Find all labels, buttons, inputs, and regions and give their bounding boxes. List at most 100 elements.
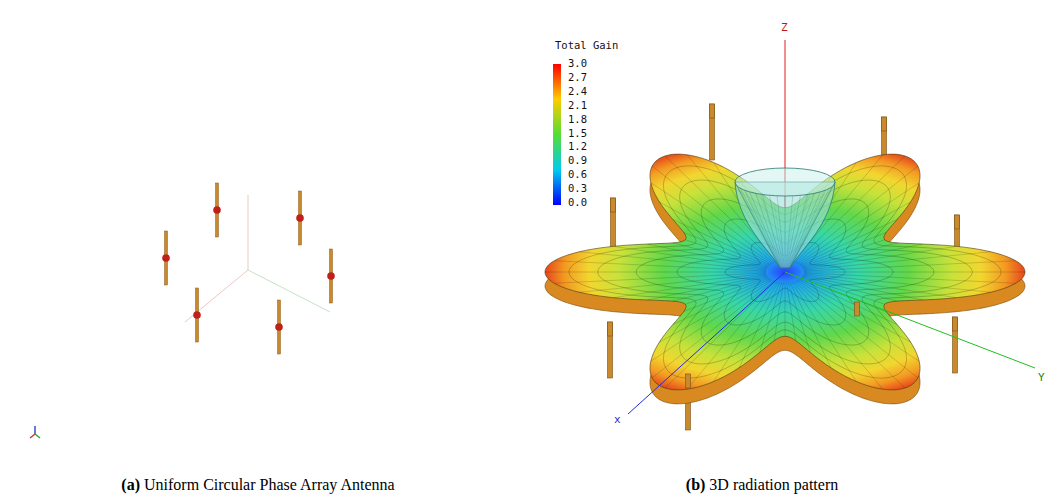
scale-tick: 2.4 — [568, 86, 587, 98]
scale-tick: 0.3 — [568, 183, 587, 195]
mesh-line — [714, 282, 779, 381]
dipole-tip — [955, 215, 960, 229]
z-axis — [248, 195, 249, 270]
y-axis — [785, 272, 1035, 368]
x-axis — [628, 272, 785, 414]
mesh-line — [647, 244, 767, 268]
orientation-icon — [30, 426, 40, 438]
dipole-element — [213, 183, 221, 237]
lobe-mesh — [745, 190, 781, 268]
dipole-tip — [686, 374, 691, 388]
mesh-line — [685, 240, 768, 267]
lobe-rim — [735, 168, 835, 196]
mesh-line — [673, 243, 768, 268]
mesh-line — [652, 281, 774, 378]
y-axis — [248, 270, 330, 312]
lobe-mesh — [785, 196, 786, 268]
mesh-line — [545, 272, 766, 273]
mesh-line — [579, 274, 766, 292]
lobe-mesh — [789, 192, 821, 268]
lobe-mesh — [787, 194, 807, 268]
pattern-underside — [545, 168, 1025, 404]
axis-label: Y — [1038, 372, 1045, 384]
mesh-line — [774, 283, 783, 341]
mesh-line — [800, 279, 897, 325]
dipole-tip — [953, 317, 958, 331]
dipole-tip — [608, 322, 613, 336]
dipole-element — [162, 231, 170, 285]
scale-tick: 0.0 — [568, 197, 587, 209]
feed-point — [275, 323, 283, 331]
mesh-line — [793, 282, 883, 389]
mesh-line — [651, 280, 773, 361]
mesh-line — [613, 275, 766, 298]
mesh-line — [579, 252, 766, 270]
lobe-mesh — [736, 184, 780, 268]
mesh-line — [687, 282, 777, 389]
scale-tick: 2.1 — [568, 100, 587, 112]
dipole-tip — [882, 117, 887, 131]
dipole-tip — [855, 302, 860, 316]
caption: (a) Uniform Circular Phase Array Antenna — [121, 476, 394, 494]
scale-tick: 1.5 — [568, 128, 587, 140]
lobe-mesh — [777, 196, 784, 268]
lobe-mesh — [789, 190, 825, 268]
axis-label: x — [614, 414, 621, 426]
color-bar — [553, 64, 561, 205]
mesh-line — [804, 246, 957, 269]
icon-axis — [35, 434, 40, 438]
mesh-line — [665, 281, 775, 388]
scale-tick: 0.9 — [568, 155, 587, 167]
mesh-line — [659, 280, 771, 343]
mesh-line — [673, 279, 770, 325]
dipole-rod — [611, 198, 616, 254]
dipole-element — [296, 191, 304, 245]
feed-point — [162, 254, 170, 262]
mesh-line — [799, 280, 911, 343]
dipole-tip — [710, 104, 715, 118]
legend-title: Total Gain — [555, 40, 618, 52]
dipole-element — [275, 300, 283, 354]
lobe-mesh — [740, 188, 780, 268]
left-axes — [185, 195, 330, 322]
feed-point — [213, 206, 221, 214]
lobe-mesh — [789, 188, 829, 268]
mesh-line — [554, 273, 766, 283]
dipole-rod — [710, 104, 715, 160]
mesh-line — [802, 277, 885, 304]
x-axis — [185, 270, 248, 322]
lobe-mesh — [770, 195, 784, 268]
mesh-line — [647, 276, 767, 300]
icon-axis — [34, 426, 36, 434]
mesh-line — [804, 261, 1016, 271]
scale-tick: 1.8 — [568, 114, 587, 126]
mesh-line — [803, 244, 923, 268]
caption: (b) 3D radiation pattern — [686, 476, 838, 494]
mesh-line — [803, 276, 923, 300]
scale-tick: 2.7 — [568, 72, 587, 84]
axis-label: Z — [781, 22, 788, 34]
lobe-mesh — [788, 193, 814, 268]
lobe-mesh — [762, 194, 782, 268]
mesh-line — [804, 273, 1016, 283]
feed-point — [296, 214, 304, 222]
scale-tick: 1.2 — [568, 141, 587, 153]
mesh-line — [554, 261, 766, 271]
lobe-mesh — [787, 195, 801, 268]
mesh-line — [785, 283, 786, 337]
radiation-pattern — [545, 40, 1035, 430]
lobe-mesh — [737, 186, 780, 268]
lobe-mesh — [750, 192, 782, 268]
dipole-tip — [611, 198, 616, 212]
mesh-line — [804, 252, 991, 270]
feed-point — [193, 311, 201, 319]
feed-point — [327, 272, 335, 280]
scale-tick: 3.0 — [568, 58, 587, 70]
icon-axis — [30, 434, 35, 438]
dipole-rod — [608, 322, 613, 378]
dipole-rod — [953, 317, 958, 373]
dipole-element — [327, 249, 335, 303]
dipole-array — [162, 183, 335, 354]
